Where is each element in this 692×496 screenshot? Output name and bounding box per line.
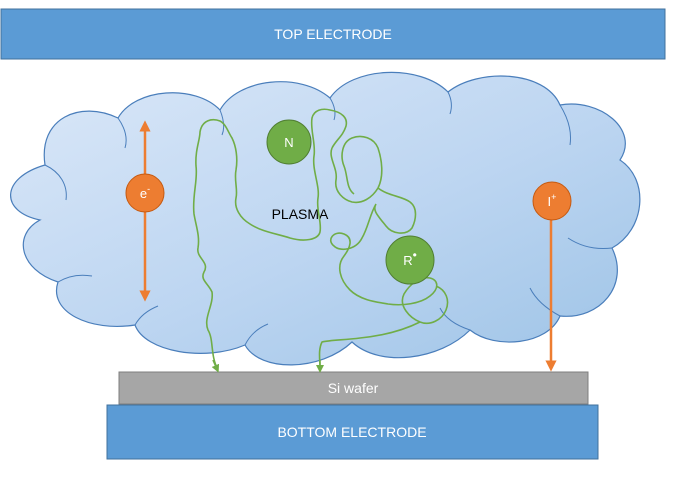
top-electrode-label: TOP ELECTRODE <box>274 26 392 42</box>
neutral-particle: N <box>266 119 312 165</box>
plasma-label: PLASMA <box>272 206 329 222</box>
electron-particle: e- <box>125 173 165 213</box>
si-wafer-label: Si wafer <box>328 380 379 396</box>
bottom-electrode: BOTTOM ELECTRODE <box>106 404 599 460</box>
radical-particle: R• <box>385 235 435 285</box>
top-electrode: TOP ELECTRODE <box>0 8 666 60</box>
neutral-label: N <box>284 135 293 150</box>
electron-label: e- <box>140 184 150 201</box>
bottom-electrode-label: BOTTOM ELECTRODE <box>277 424 426 440</box>
si-wafer: Si wafer <box>118 371 589 405</box>
ion-label: I+ <box>548 192 557 209</box>
plasma-cloud: PLASMA <box>10 71 641 366</box>
radical-label: R• <box>403 248 417 268</box>
neutral-random-walk-right <box>316 135 449 373</box>
ion-particle: I+ <box>532 181 572 221</box>
neutral-random-walk-left <box>192 108 348 373</box>
